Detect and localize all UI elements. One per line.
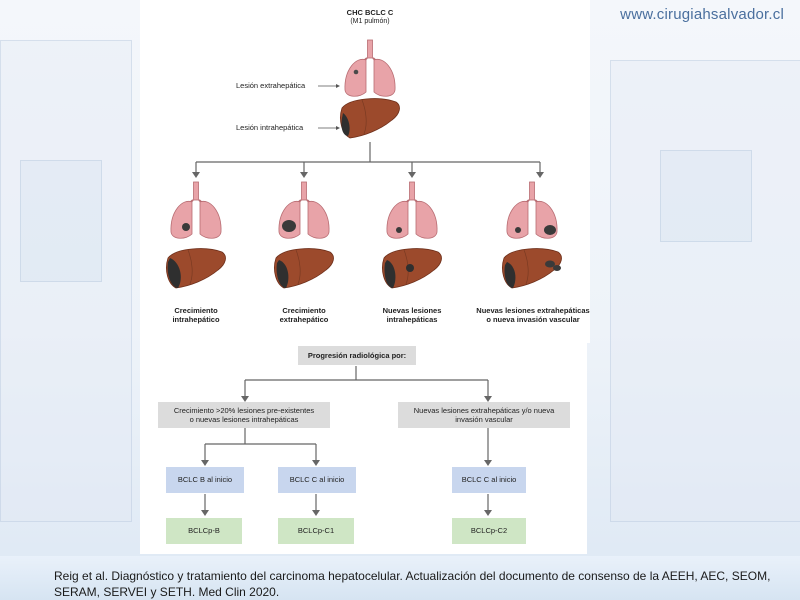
bclcp-c2-box: BCLCp-C2 <box>452 518 526 544</box>
stage1-organs <box>166 181 226 289</box>
bclcp-b-box: BCLCp-B <box>166 518 242 544</box>
label-extrahepatic: Lesión extrahepática <box>236 81 306 90</box>
site-watermark: www.cirugiahsalvador.cl <box>620 6 784 23</box>
flow-root-box: Progresión radiológica por: <box>298 346 416 365</box>
bclcp-c1-box: BCLCp-C1 <box>278 518 354 544</box>
flow-left-branch: Crecimiento >20% lesiones pre-existentes… <box>158 402 330 428</box>
background-window <box>20 160 102 282</box>
stage3-organs <box>382 181 442 289</box>
stage4-organs <box>502 181 562 289</box>
label-intrahepatic: Lesión intrahepática <box>236 123 304 132</box>
citation-caption: Reig et al. Diagnóstico y tratamiento de… <box>54 569 771 599</box>
bclc-b-box: BCLC B al inicio <box>166 467 244 493</box>
caption-band <box>0 556 800 600</box>
background-building-left <box>0 40 132 522</box>
flow-right-branch: Nuevas lesiones extrahepáticas y/o nueva… <box>398 402 570 428</box>
top-lungs-illustration <box>343 39 397 98</box>
diagram-title: CHC BCLC C <box>346 8 394 17</box>
bclc-c-left-box: BCLC C al inicio <box>278 467 356 493</box>
bclc-c-right-box: BCLC C al inicio <box>452 467 526 493</box>
diagram-subtitle: (M1 pulmón) <box>350 18 390 25</box>
top-liver-illustration <box>340 98 400 139</box>
background-building-right <box>610 60 800 522</box>
stage2-organs <box>274 181 334 289</box>
background-window <box>660 150 752 242</box>
